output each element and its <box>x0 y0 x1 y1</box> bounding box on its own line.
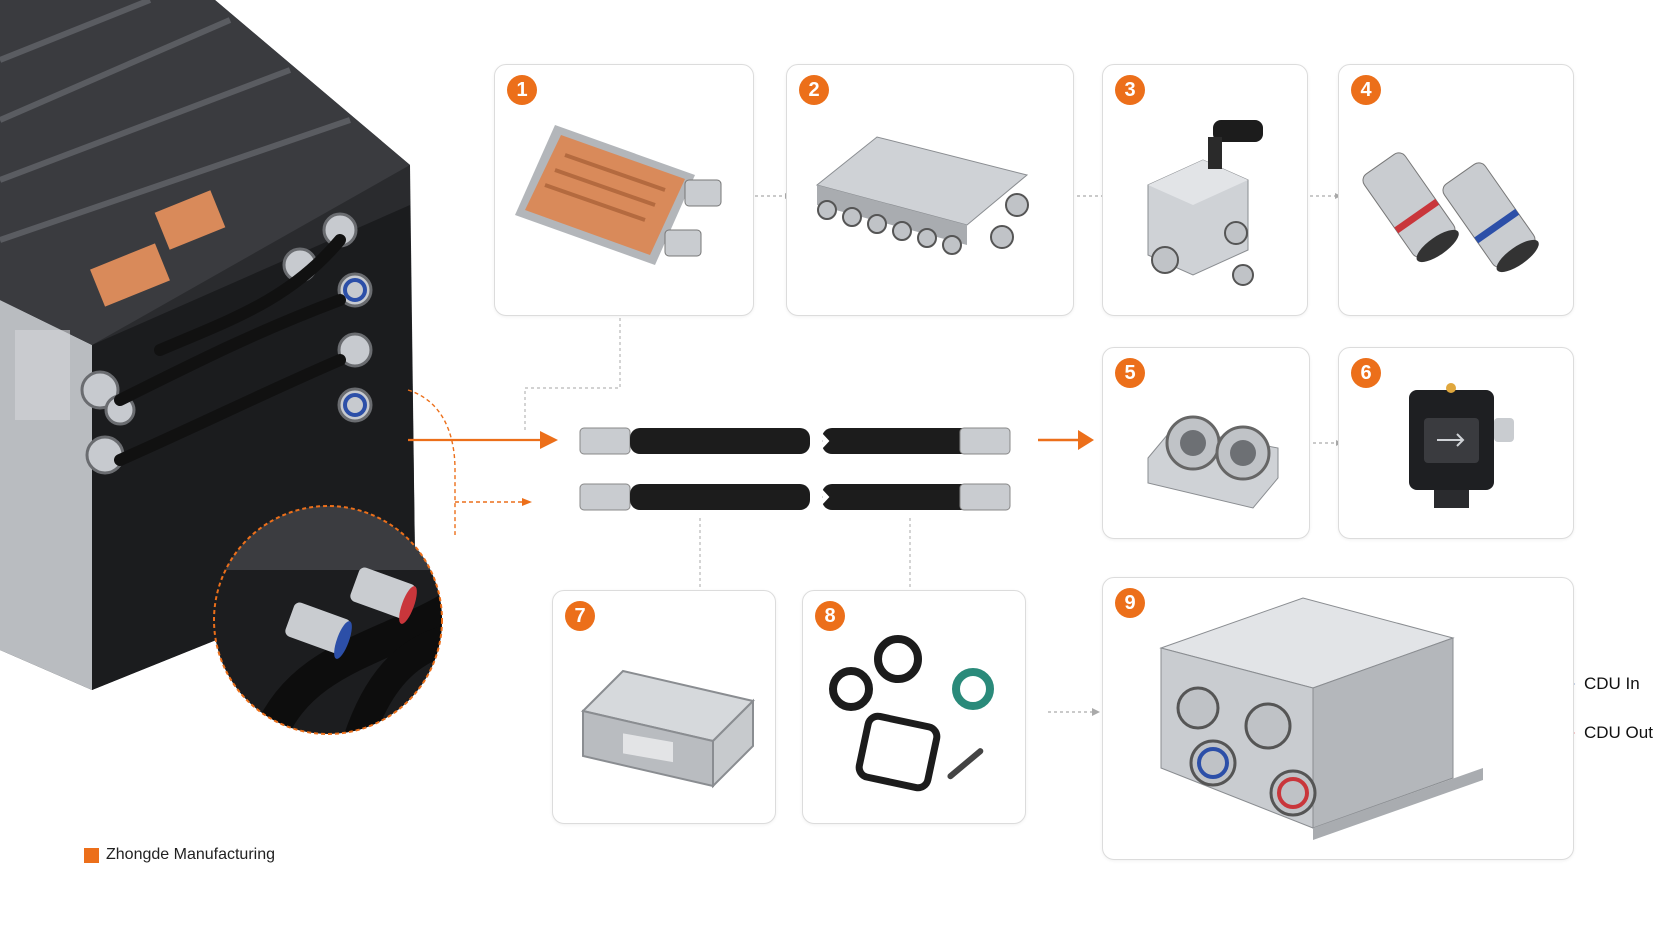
connector-zoom-inset <box>213 505 443 735</box>
seals-gaskets-image <box>829 635 994 792</box>
cdu-in-label: CDU In <box>1584 674 1640 693</box>
component-card-cold-plate[interactable]: 1 <box>494 64 754 316</box>
cold-plate-image <box>515 125 722 265</box>
component-number-badge: 7 <box>565 601 595 631</box>
cdu-out-label: CDU Out <box>1584 723 1653 742</box>
component-number-badge: 6 <box>1351 358 1381 388</box>
cdu-distribution-box-image <box>1159 597 1483 840</box>
component-card-cdu-distribution-box[interactable]: 9 <box>1102 577 1574 860</box>
component-card-adapter-block[interactable]: 5 <box>1102 347 1310 539</box>
component-card-quick-connectors[interactable]: 4 <box>1338 64 1574 316</box>
manifold-image <box>815 136 1029 255</box>
quick-connectors-image <box>1362 152 1539 273</box>
sensor-module-image <box>1409 383 1514 508</box>
component-number-badge: 1 <box>507 75 537 105</box>
adapter-block-image <box>1147 415 1279 509</box>
valve-block-image <box>1147 120 1263 286</box>
mounting-bracket-image <box>581 669 755 789</box>
component-card-mounting-bracket[interactable]: 7 <box>552 590 776 824</box>
component-card-sensor-module[interactable]: 6 <box>1338 347 1574 539</box>
component-number-badge: 8 <box>815 601 845 631</box>
component-card-valve-block[interactable]: 3 <box>1102 64 1308 316</box>
component-card-seals-gaskets[interactable]: 8 <box>802 590 1026 824</box>
legend-swatch <box>84 847 99 863</box>
component-number-badge: 2 <box>799 75 829 105</box>
component-number-badge: 9 <box>1115 588 1145 618</box>
legend-label: Zhongde Manufacturing <box>106 846 275 863</box>
component-number-badge: 4 <box>1351 75 1381 105</box>
component-number-badge: 5 <box>1115 358 1145 388</box>
server-chassis-illustration <box>0 0 415 690</box>
component-number-badge: 3 <box>1115 75 1145 105</box>
component-card-manifold[interactable]: 2 <box>786 64 1074 316</box>
legend: Zhongde Manufacturing <box>84 846 275 864</box>
